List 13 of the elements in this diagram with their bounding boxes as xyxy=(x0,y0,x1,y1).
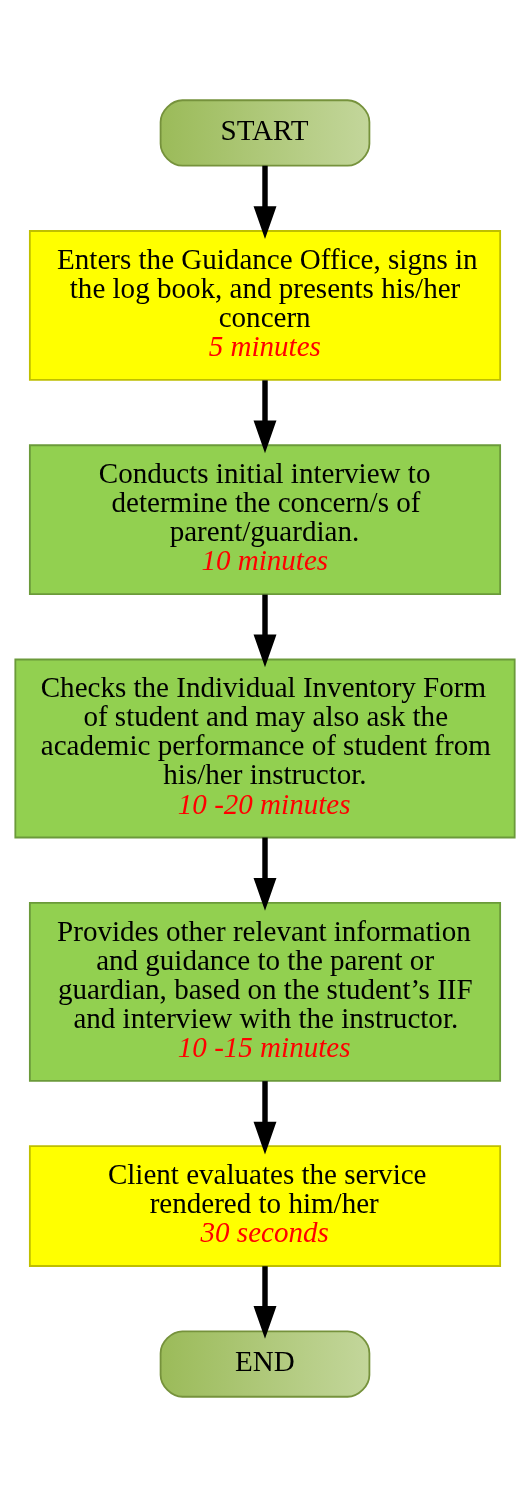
arrow xyxy=(253,1266,277,1339)
arrow xyxy=(253,594,277,668)
arrow xyxy=(253,380,277,454)
node-box: Enters the Guidance Office, signs in the log book, and presents his/her concern 5 minutes xyxy=(28,230,502,381)
arrow xyxy=(253,165,277,240)
node-box: START xyxy=(159,99,371,167)
node-box: Provides other relevant information and guidance to the parent or guardian, based on the student’s IIF and interview with the instructor. 10 -15 minutes xyxy=(28,901,502,1082)
arrow xyxy=(253,1081,277,1155)
arrow xyxy=(253,837,277,911)
node-box: Checks the Individual Inventory Form of student and may also ask the academic performance of student from his/her instructor. 10 -20 minutes xyxy=(14,658,516,839)
node-box: END xyxy=(159,1330,371,1398)
node-box: Client evaluates the service rendered to him/her 30 seconds xyxy=(28,1145,502,1267)
node-box: Conducts initial interview to determine the concern/s of parent/guardian. 10 minutes xyxy=(28,444,502,596)
